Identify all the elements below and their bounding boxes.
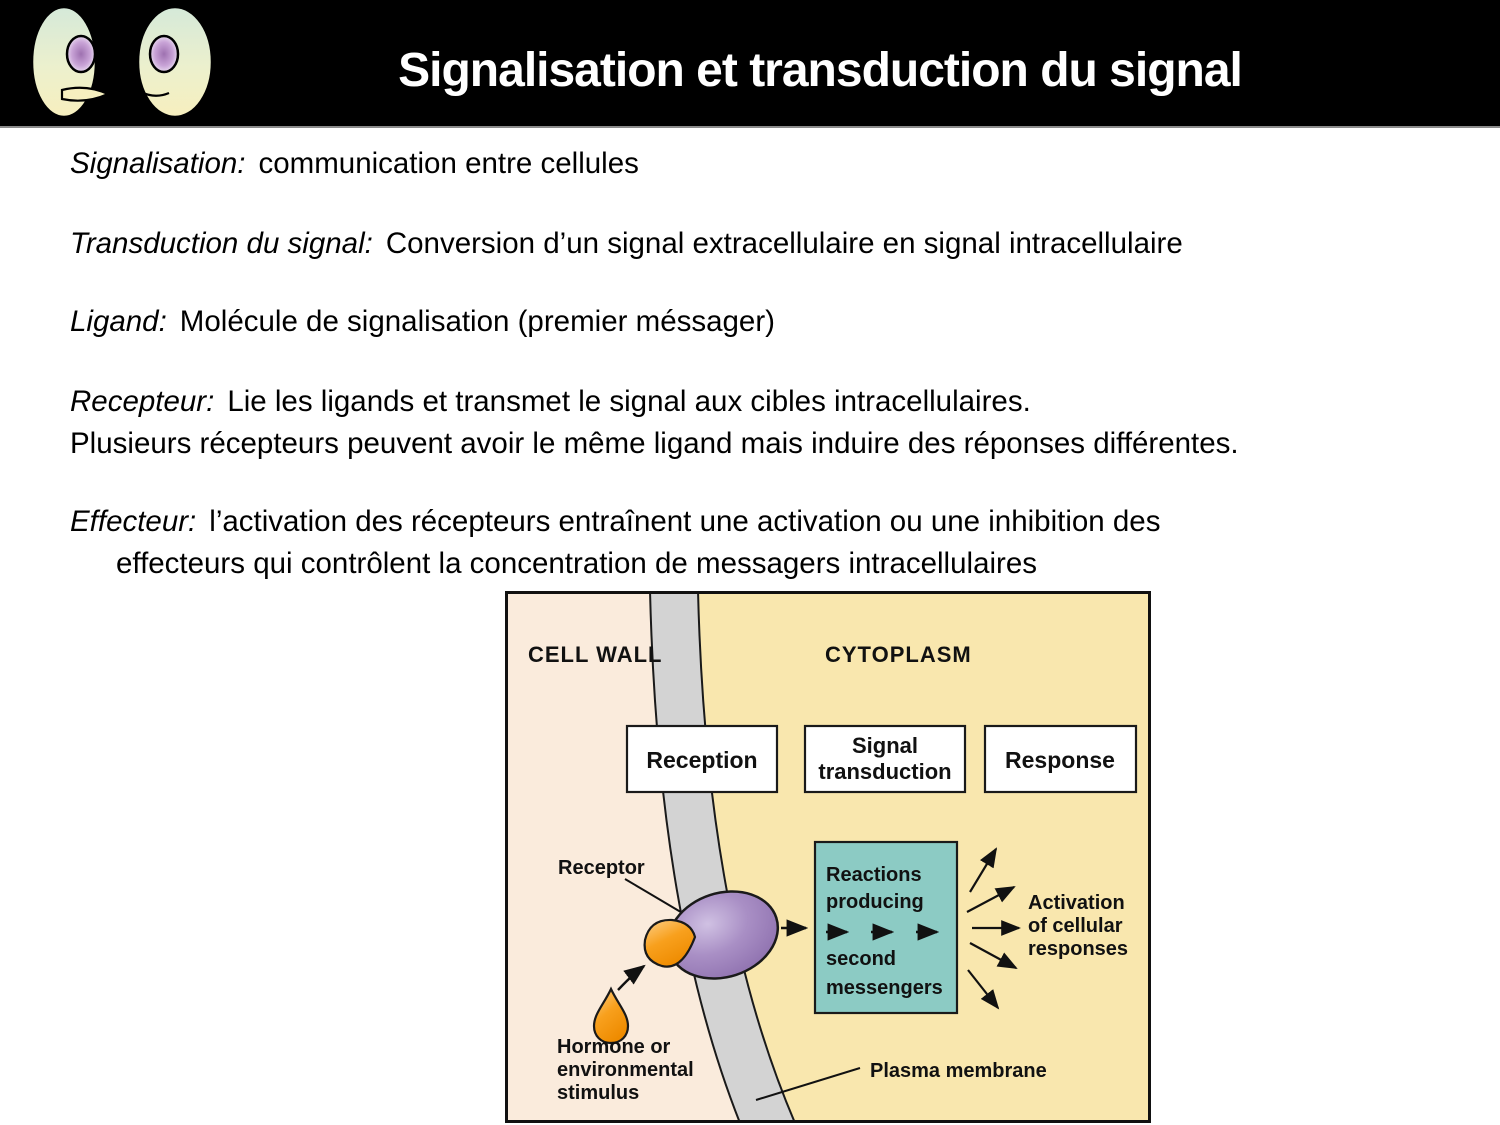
term-label: Recepteur: xyxy=(70,385,215,418)
signal-transduction-box: Signal transduction xyxy=(803,724,967,794)
reception-label: Reception xyxy=(646,747,757,773)
term-text-line2: Plusieurs récepteurs peuvent avoir le mê… xyxy=(70,427,1239,460)
term-text: Lie les ligands et transmet le signal au… xyxy=(227,385,1031,418)
cytoplasm-label: CYTOPLASM xyxy=(825,642,972,667)
definition-effecteur: Effecteur: l’activation des récepteurs en… xyxy=(70,501,1470,585)
sound-wave-icon xyxy=(129,75,136,111)
definition-ligand: Ligand: Molécule de signalisation (premie… xyxy=(70,301,1470,343)
receptor-label: Receptor xyxy=(558,857,645,879)
header-bar: Signalisation et transduction du signal xyxy=(0,0,1500,128)
reactions-line1: Reactions xyxy=(826,864,922,886)
term-text: Molécule de signalisation (premier méssa… xyxy=(179,305,775,338)
membrane-pointer-line xyxy=(755,1067,861,1101)
slide-title: Signalisation et transduction du signal xyxy=(398,44,1243,97)
term-text: communication entre cellules xyxy=(258,147,639,180)
term-label: Effecteur: xyxy=(70,505,197,538)
hormone-drop xyxy=(592,986,630,1045)
definition-recepteur: Recepteur: Lie les ligands et transmet le… xyxy=(70,381,1470,465)
sound-wave-icon xyxy=(113,81,119,105)
term-label: Ligand: xyxy=(70,305,167,338)
term-text: Conversion d’un signal extracellulaire e… xyxy=(385,227,1183,260)
signal-label-line2: transduction xyxy=(818,759,951,784)
term-label: Signalisation: xyxy=(70,147,246,180)
reception-box: Reception xyxy=(625,724,779,794)
hormone-binding-arrow xyxy=(617,964,646,991)
signal-transduction-diagram: CELL WALL CYTOPLASM Reception Signal tra… xyxy=(505,591,1151,1123)
reactions-line4: messengers xyxy=(826,977,943,999)
activation-fan-arrows xyxy=(966,847,1021,1010)
hormone-label-line1: Hormone or xyxy=(557,1036,671,1058)
talking-cells-icon xyxy=(30,5,214,119)
definition-signalisation: Signalisation: communication entre cellul… xyxy=(70,143,1470,185)
activation-label-line1: Activation xyxy=(1028,892,1125,914)
cell-wall-label: CELL WALL xyxy=(528,642,662,667)
term-text: l’activation des récepteurs entraînent u… xyxy=(209,505,1161,538)
signal-label-line1: Signal xyxy=(852,733,918,758)
response-label: Response xyxy=(1005,747,1115,773)
activation-label-line3: responses xyxy=(1028,938,1128,960)
hormone-label-line2: environmental xyxy=(557,1059,694,1081)
ligand-bound-shape xyxy=(643,918,697,968)
left-cell-nucleus xyxy=(65,34,97,74)
reactions-line3: second xyxy=(826,948,896,970)
activation-label-line2: of cellular xyxy=(1028,915,1123,937)
plasma-membrane-label: Plasma membrane xyxy=(870,1060,1047,1082)
left-cell-mouth xyxy=(60,86,111,102)
response-box: Response xyxy=(983,724,1138,794)
term-label: Transduction du signal: xyxy=(70,227,373,260)
hormone-label-line3: stimulus xyxy=(557,1082,639,1104)
reactions-line2: producing xyxy=(826,891,924,913)
right-cell-mouth xyxy=(140,91,170,97)
diagram-border xyxy=(505,591,1151,1123)
sound-wave-icon xyxy=(121,78,127,108)
definition-transduction: Transduction du signal: Conversion d’un s… xyxy=(70,223,1470,265)
right-cell-nucleus xyxy=(148,34,180,74)
term-text-line2: effecteurs qui contrôlent la concentrati… xyxy=(116,547,1038,580)
reactions-box: Reactions producing second messengers xyxy=(813,840,959,1015)
